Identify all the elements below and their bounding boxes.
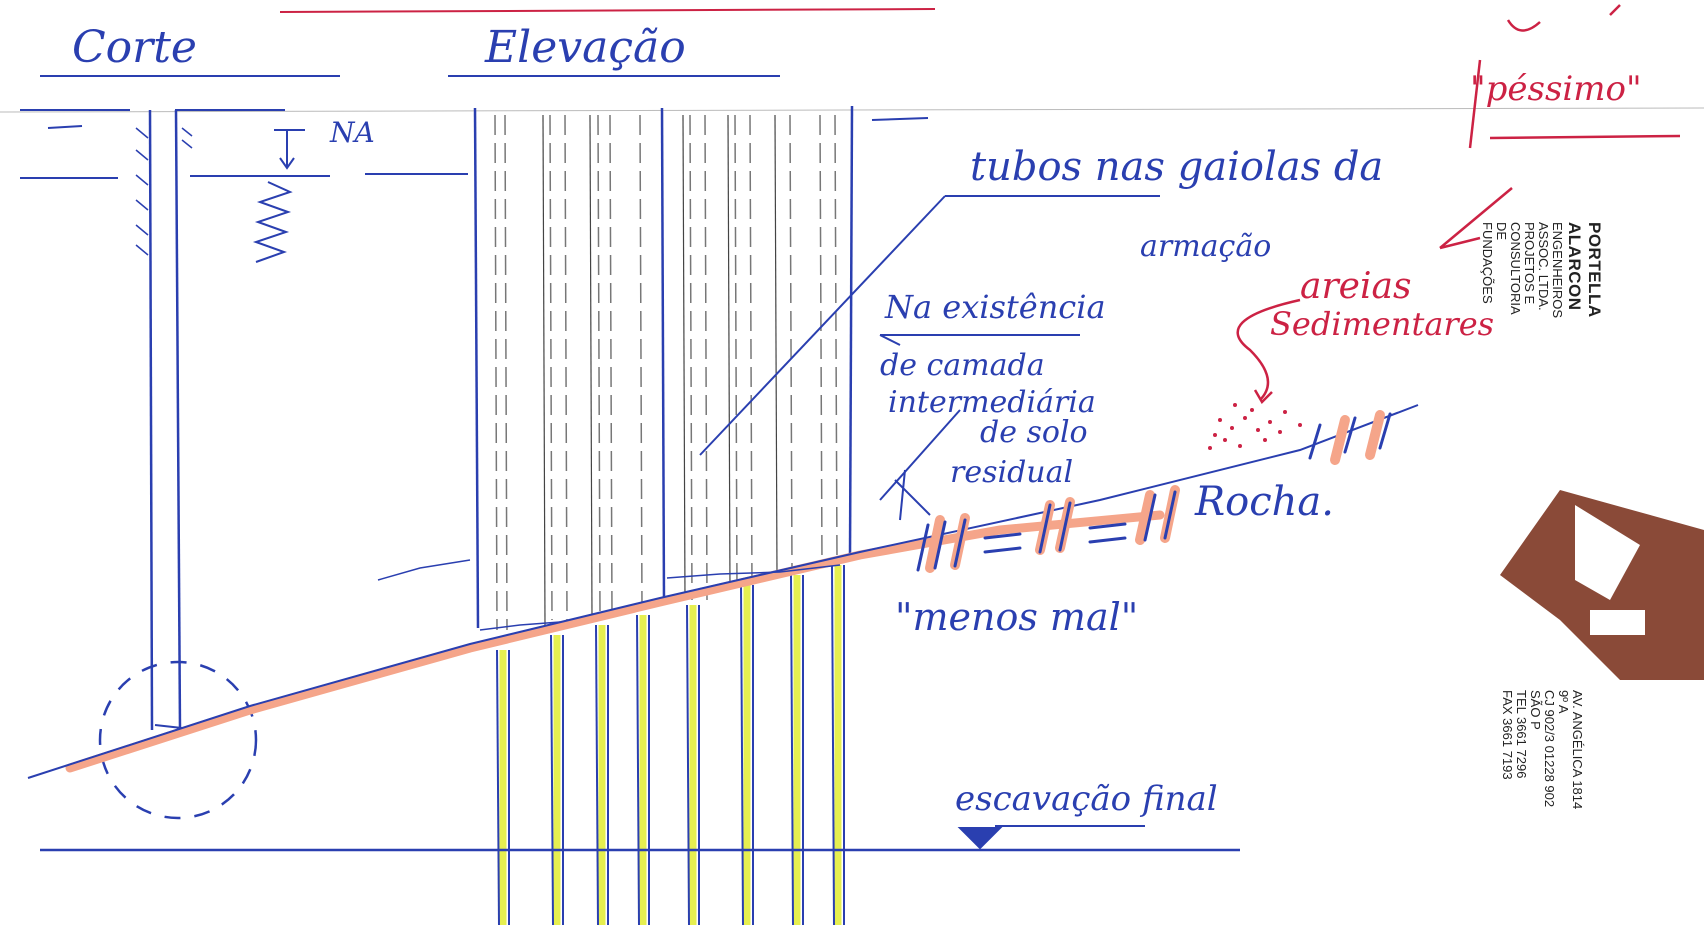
label-armacao: armação — [1140, 229, 1271, 264]
fax-line: FAX 3661 7193 — [1500, 690, 1515, 780]
company-logo — [1500, 490, 1704, 680]
heading-corte: Corte — [72, 22, 197, 73]
label-areias: areias — [1300, 266, 1411, 307]
water-level-symbol — [252, 129, 305, 263]
letterhead-address: AV. ANGÉLICA 1814 9º A CJ 902/3 01228 90… — [1500, 690, 1585, 810]
rock-surface-highlight — [65, 510, 1165, 773]
excavation-level-symbol — [957, 825, 1145, 850]
cage-tubes-solid — [542, 114, 778, 626]
company-line-1: ENGENHEIROS ASSOC. LTDA. — [1536, 222, 1565, 319]
label-escavacao-final: escavação final — [955, 779, 1218, 819]
detail-circle — [98, 660, 258, 820]
piles — [496, 564, 845, 926]
company-name: PORTELLA ALARCON — [1565, 222, 1604, 317]
label-tubos: tubos nas gaiolas da — [970, 144, 1383, 190]
tel-line: TEL 3661 7296 — [1514, 690, 1529, 779]
letterhead-company: PORTELLA ALARCON ENGENHEIROS ASSOC. LTDA… — [1480, 222, 1604, 322]
heading-elevacao: Elevação — [484, 22, 686, 73]
label-na-existencia: Na existência — [884, 288, 1106, 326]
company-line-3: DE FUNDAÇÕES — [1480, 222, 1509, 304]
label-pessimo: "péssimo" — [1470, 69, 1642, 109]
corte-hatch — [135, 127, 193, 256]
rock-hatch — [916, 410, 1392, 573]
company-line-2: PROJETOS E CONSULTORIA — [1508, 222, 1537, 315]
rock-surface-line — [27, 404, 1419, 779]
label-de-solo: de solo — [980, 415, 1088, 450]
label-rocha: Rocha. — [1194, 479, 1334, 525]
label-menos-mal: "menos mal" — [895, 595, 1138, 639]
label-intermediaria: intermediária — [888, 385, 1096, 420]
sketch-details — [377, 559, 841, 631]
annotation-leaders — [699, 195, 1160, 521]
elevation-walls — [473, 105, 854, 629]
red-annotations — [1236, 4, 1681, 405]
address-line-2: CJ 902/3 01228 902 SÃO P — [1528, 690, 1557, 808]
corte-ground-lines — [20, 109, 929, 179]
label-residual: residual — [950, 455, 1073, 490]
label-sedimentares: Sedimentares — [1270, 305, 1494, 343]
cage-tubes-dashed — [494, 114, 838, 631]
top-red-line — [279, 8, 936, 13]
label-na: NA — [329, 116, 375, 149]
label-de-camada: de camada — [880, 348, 1045, 383]
address-line-1: AV. ANGÉLICA 1814 9º A — [1556, 690, 1585, 810]
corte-wall — [148, 109, 183, 731]
sand-dots — [1208, 403, 1302, 450]
